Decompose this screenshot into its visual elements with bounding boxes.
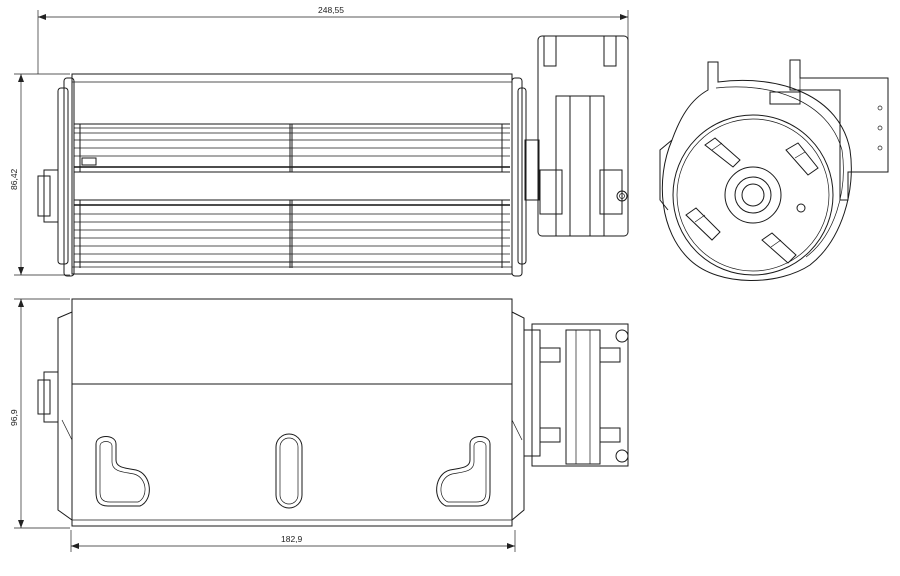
dimension-overall-length: 248,55 bbox=[37, 5, 629, 74]
bottom-view bbox=[37, 298, 629, 527]
clip-bottom-left bbox=[685, 207, 721, 241]
clip-bottom-right bbox=[761, 232, 797, 264]
dimension-label-overall-length: 248,55 bbox=[318, 5, 344, 15]
dimension-label-front-height: 86,42 bbox=[9, 168, 19, 190]
clip-top-left bbox=[704, 137, 741, 168]
side-view bbox=[659, 59, 889, 281]
clip-top-right bbox=[785, 142, 819, 176]
dimension-label-base-length: 182,9 bbox=[281, 534, 303, 544]
dimension-bottom-height: 96,9 bbox=[9, 298, 70, 529]
dimension-front-height: 86,42 bbox=[9, 73, 70, 276]
front-view bbox=[37, 35, 629, 277]
dimension-label-bottom-height: 96,9 bbox=[9, 409, 19, 426]
dimension-base-length: 182,9 bbox=[70, 530, 516, 552]
